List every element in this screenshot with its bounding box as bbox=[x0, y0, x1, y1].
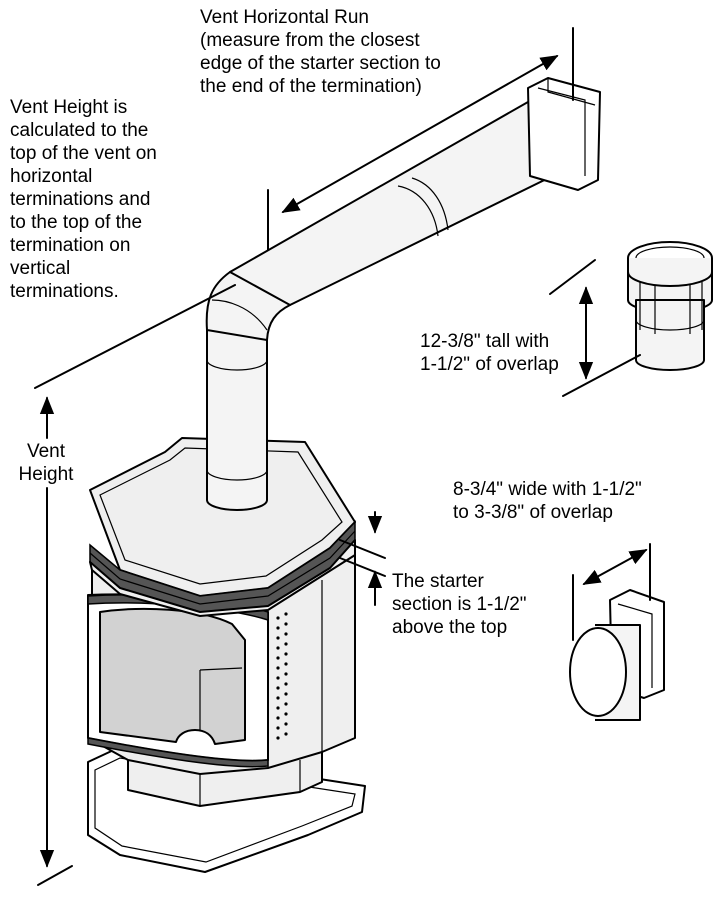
horizontal-termination bbox=[569, 589, 665, 721]
vertical-termination-label: 12-3/8" tall with 1-1/2" of overlap bbox=[420, 331, 559, 375]
horizontal-termination-label: 8-3/4" wide with 1-1/2" to 3-3/8" of ove… bbox=[453, 479, 642, 523]
starter-pipe bbox=[206, 329, 268, 511]
wall-termination-plate bbox=[527, 77, 601, 191]
dimension-lines bbox=[34, 27, 651, 886]
stove-top bbox=[89, 437, 356, 617]
vent-height-label: Vent Height bbox=[18, 441, 74, 485]
vent-height-note-label: Vent Height is calculated to the top of … bbox=[10, 97, 157, 302]
side-vent-perforations bbox=[276, 612, 288, 740]
starter-section-label: The starter section is 1-1/2" above the … bbox=[392, 571, 527, 638]
stove-body bbox=[87, 554, 356, 775]
vertical-termination-cap bbox=[627, 241, 713, 371]
vent-horizontal-run-label: Vent Horizontal Run (measure from the cl… bbox=[200, 7, 441, 97]
